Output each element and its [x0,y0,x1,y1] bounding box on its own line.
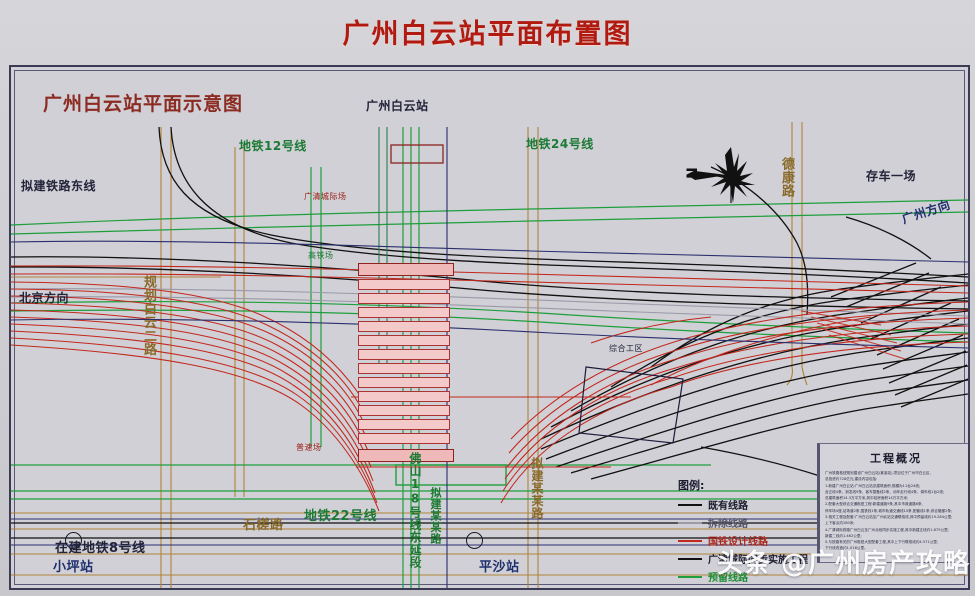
watermark: 头条 @广州房产攻略 [717,549,971,579]
map-frame: 广州白云站平面示意图 [9,65,970,590]
label-station-top: 广州白云站 [366,99,429,113]
platform-row [358,405,450,416]
label-guangqing-yard: 广清城际场 [304,192,347,201]
project-overview-line: 1.新建广州白云站:广州白云站总建筑面积,规模为11台24线; [825,483,921,488]
legend-swatch-existing [678,503,702,506]
legend-item: 既有线路 [678,497,808,512]
legend-swatch-guangqing [678,557,702,560]
platform-row [358,263,454,276]
compass-north-letter: N [684,167,701,179]
legend-label: 国铁设计线路 [708,537,768,548]
label-shicha-road: 石槎路 [243,518,284,533]
removed-grey-lines [11,288,968,325]
platform-row [358,391,450,402]
project-overview-line: 4.广清城际铁路广州白云至广州北段同步实施工程,其中新建正线约1.875公里; [825,527,949,532]
label-planned-road: 拟建某某路 [429,487,442,545]
project-overview-box: 工程概况 广州铁路枢纽规划建设广州白云站(棠溪站),项目位于广州市白云区, 总投… [817,443,968,563]
legend-label: 既有线路 [708,501,748,512]
platform-row [358,321,450,332]
legend-swatch-reserved [678,575,702,578]
map-frame-inner-border [14,70,965,585]
platform-row [358,433,450,444]
project-overview-title: 工程概况 [870,452,922,465]
label-metro-24: 地铁24号线 [526,137,594,151]
compass-star-icon [687,147,755,203]
label-highspeed-yard: 高铁场 [308,251,334,260]
label-planned-baiyun-2nd-road: 规划白云二路 [141,275,156,356]
legend-item: 拆除线路 [678,515,808,530]
map-inner-title: 广州白云站平面示意图 [43,93,244,115]
project-overview-line: 新建二线约1.462公里; [825,533,862,538]
platform-row [358,349,450,360]
label-xiaoping-station: 小坪站 [53,560,94,575]
xiaoping-station-marker [65,532,82,549]
label-beijing-direction: 北京方向 [19,291,70,305]
legend-swatch-national-rail [678,539,702,542]
label-metro-22: 地铁22号线 [304,509,378,524]
label-normal-speed-yard: 普速场 [296,443,322,452]
platform-row [358,335,450,346]
road-lines [11,122,968,588]
pingsha-station-marker [466,532,483,549]
legend-label: 广清城际同步实施工程 [708,555,808,566]
platform-row [358,377,450,388]
national-rail-red-lines [11,265,968,512]
legend-swatch-removed [678,521,702,524]
label-metro-12: 地铁12号线 [239,139,307,153]
label-foshan-18-east-ext: 佛山18号线东延段 [408,452,422,569]
project-overview-line: 停车场4座,站场道2条,国铁线1条,城市轨道交通线10条,配套线1条,综合管廊2… [825,508,953,513]
legend-item: 广清城际同步实施工程 [678,551,808,566]
project-overview-line: 下行线改造约1.016公里。 [825,546,868,551]
compass-rose: N [684,145,761,203]
platform-row [358,419,450,430]
legend-label: 拆除线路 [708,519,748,530]
platform-row [358,293,450,304]
legend: 图例: 既有线路 拆除线路 国铁设计线路 广清城际同步实施工程 预留线路 [678,477,808,587]
platform-row [358,449,454,462]
project-overview-line: 2.配套大型综合交通枢纽工程:新建道路9条,其中市政道路6条, [825,502,923,507]
platform-row [358,307,450,318]
project-overview-line: 总建筑面积14.3万平方米,其中站房面积14万平方米; [825,496,909,501]
project-overview-line: 含正线4条、到发线9条、客车整备线2条、动车走行线4条、调车线1台2线; [825,489,945,494]
legend-item: 国铁设计线路 [678,533,808,548]
legend-title: 图例: [678,479,705,492]
label-comprehensive-work-area: 综合工区 [609,344,643,353]
project-overview-line: 上下客点约280米; [825,521,855,526]
label-planned-road-2: 拟建某某路 [530,457,544,520]
platform-row [358,279,450,290]
project-overview-line: 总投资约728亿元,建设内容包括: [825,477,878,482]
comprehensive-work-area-shape [578,366,684,444]
platform-row [358,363,450,374]
project-overview-line: 广州铁路枢纽规划建设广州白云站(棠溪站),项目位于广州市白云区, [825,471,931,475]
track-network-diagram [11,122,968,588]
label-dekang-road: 德康路 [779,157,794,198]
label-pingsha-station: 平沙站 [479,560,520,575]
legend-item: 预留线路 [678,569,808,584]
page-title: 广州白云站平面布置图 [342,19,633,50]
legend-label: 预留线路 [708,573,748,584]
project-overview-line: 5.与铁路有关的广州枢纽大型配套工程,其中上下行联络线约4.571公里; [825,540,939,545]
label-proposed-east-rail: 拟建铁路东线 [21,179,97,193]
project-overview-line: 3.相关工程及配套:广州白云站至广州北站交通联络线,其中预留线约19.284公里… [825,514,953,519]
label-depot-yard: 存车一场 [866,169,917,183]
